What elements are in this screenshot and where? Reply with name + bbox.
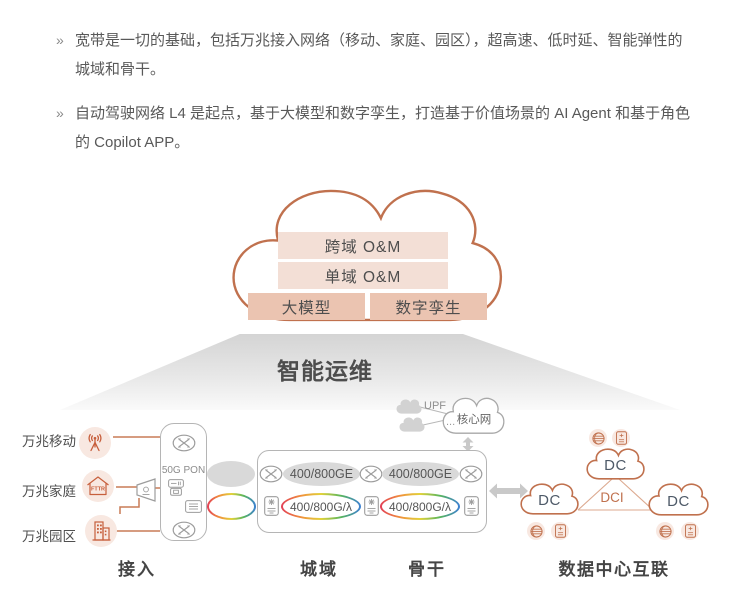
ip-bridge-ellipse [207, 461, 255, 487]
line-card-icon [554, 524, 566, 538]
dc-label-left: DC [538, 492, 561, 509]
dci-caption: 数据中心互联 [558, 560, 670, 579]
dc-badge [612, 429, 630, 447]
dci-link-label: DCI [600, 490, 624, 505]
layer-cross-domain-om: 跨域 O&M [278, 232, 448, 259]
fabric-ball-icon [591, 431, 605, 445]
splitter-icon [168, 479, 184, 496]
line-card-icon [185, 500, 202, 513]
upf-cloud-icon [396, 399, 422, 414]
dc-badge [681, 522, 699, 540]
odn-trapezoid-icon [136, 478, 156, 502]
layer-large-model: 大模型 [248, 293, 365, 320]
upf-cloud-icon [399, 417, 425, 432]
dc-badge [551, 522, 569, 540]
upf-ellipsis: ... [446, 416, 456, 428]
double-arrow-icon [462, 437, 474, 452]
transport-box [257, 450, 487, 533]
otn-card-icon [464, 496, 479, 516]
layer-single-domain-om: 单域 O&M [278, 262, 448, 289]
router-icon [172, 434, 196, 452]
double-arrow-icon [489, 483, 528, 499]
fabric-ball-icon [658, 524, 672, 538]
router-icon [259, 465, 283, 483]
home-badge: FTTR [82, 470, 114, 502]
antenna-icon [88, 433, 102, 452]
metro-caption: 城域 [300, 560, 338, 579]
bullet-item: » 自动驾驶网络 L4 是起点，基于大模型和数字孪生，打造基于价值场景的 AI … [56, 99, 693, 157]
dc-badge [656, 522, 674, 540]
home-fttr-icon: FTTR [87, 476, 109, 496]
bullet-text: 自动驾驶网络 L4 是起点，基于大模型和数字孪生，打造基于价值场景的 AI Ag… [75, 105, 691, 151]
dc-label-right: DC [667, 493, 690, 510]
backbone-caption: 骨干 [408, 560, 446, 579]
bullet-text: 宽带是一切的基础，包括万兆接入网络（移动、家庭、园区），超高速、低时延、智能弹性… [75, 32, 683, 78]
fabric-ball-icon [529, 524, 543, 538]
fttr-label: FTTR [91, 487, 105, 493]
otn-card-icon [264, 496, 279, 516]
otn-card-icon [364, 496, 379, 516]
upf-label: UPF [424, 400, 446, 412]
source-label-campus: 万兆园区 [22, 529, 76, 544]
dc-badge [589, 429, 607, 447]
dc-badge [527, 522, 545, 540]
router-icon [359, 465, 383, 483]
backbone-optical-link: 400/800G/λ [380, 493, 460, 520]
line-card-icon [684, 524, 696, 538]
bullet-marker: » [56, 32, 64, 48]
source-label-home: 万兆家庭 [22, 484, 76, 499]
bullet-marker: » [56, 105, 64, 121]
dci-links [577, 478, 654, 511]
router-icon [459, 465, 483, 483]
intelligent-om-caption: 智能运维 [277, 358, 373, 384]
layer-digital-twin: 数字孪生 [370, 293, 487, 320]
optical-bridge-ellipse [207, 493, 256, 520]
dc-label-top: DC [604, 457, 627, 474]
metro-optical-link: 400/800G/λ [281, 493, 361, 520]
core-cloud-label: 核心网 [456, 414, 492, 426]
line-card-icon [615, 431, 627, 445]
access-caption: 接入 [118, 560, 156, 579]
source-label-mobile: 万兆移动 [22, 434, 76, 449]
metro-ip-link: 400/800GE [283, 462, 360, 486]
bullet-item: » 宽带是一切的基础，包括万兆接入网络（移动、家庭、园区），超高速、低时延、智能… [56, 26, 693, 84]
backbone-ip-link: 400/800GE [382, 462, 459, 486]
campus-badge [85, 515, 117, 547]
mobile-badge [79, 427, 111, 459]
building-icon [92, 521, 111, 541]
router-icon [172, 521, 196, 539]
olt-label: 50G PON [161, 465, 206, 476]
